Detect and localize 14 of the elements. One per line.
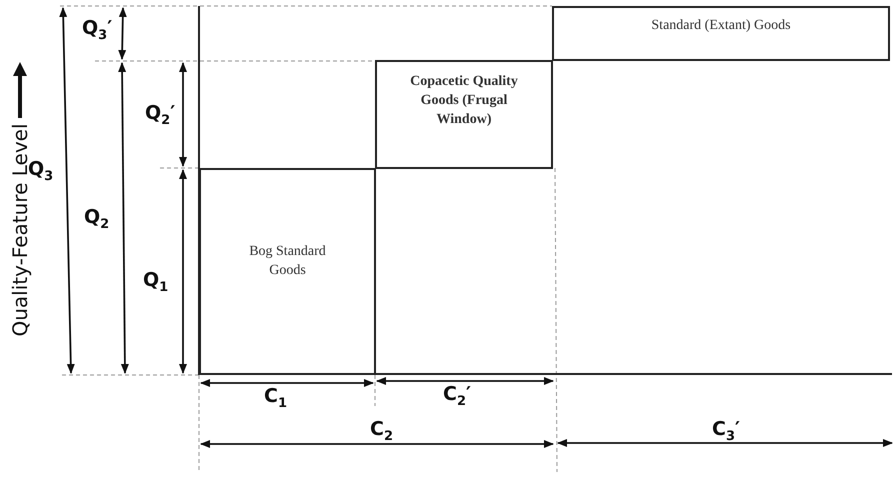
region-box bbox=[375, 60, 553, 169]
dimension-label: Q$_{2}$′ bbox=[145, 102, 176, 128]
dimension-label: Q$_{3}$′ bbox=[82, 17, 112, 43]
region-label: Standard (Extant) Goods bbox=[650, 17, 792, 35]
dimension-label: C$_{2}$′ bbox=[443, 383, 472, 409]
region-label: Copacetic Quality Goods (Frugal Window) bbox=[409, 73, 519, 129]
dimension-label: Q$_{2}$ bbox=[84, 206, 110, 232]
dimension-label: C$_{3}$′ bbox=[712, 418, 740, 444]
region-box bbox=[552, 6, 890, 61]
region-box bbox=[199, 168, 376, 375]
region-label: Bog Standard Goods bbox=[248, 243, 327, 280]
dimension-label: Q$_{1}$ bbox=[143, 269, 168, 295]
dimension-label: C$_{1}$ bbox=[264, 385, 287, 411]
dimension-label: C$_{2}$ bbox=[370, 418, 393, 444]
